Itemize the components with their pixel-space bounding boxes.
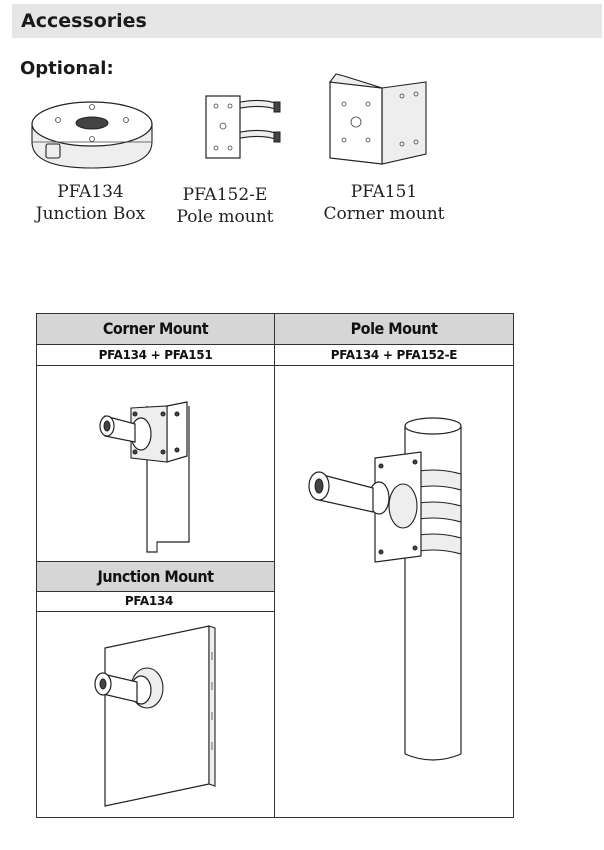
- pole-mount-illustration: [308, 417, 462, 761]
- product-name: Corner mount: [323, 204, 445, 224]
- product-code: PFA134: [57, 182, 124, 202]
- product-caption-corner-mount: PFA151 Corner mount: [318, 181, 450, 225]
- corner-mount-bracket-icon: [328, 73, 427, 165]
- product-caption-pole-mount: PFA152-E Pole mount: [170, 184, 280, 228]
- table-divider: [274, 313, 275, 817]
- section-title: Accessories: [12, 4, 602, 38]
- junction-box-icon: [31, 101, 153, 169]
- product-caption-junction-box: PFA134 Junction Box: [28, 181, 153, 225]
- corner-mount-illustration: [99, 401, 190, 553]
- junction-mount-combo: PFA134: [124, 594, 174, 608]
- product-name: Junction Box: [35, 204, 146, 224]
- pole-mount-bracket-icon: [205, 95, 281, 159]
- product-name: Pole mount: [176, 207, 274, 227]
- corner-mount-combo: PFA134 + PFA151: [98, 348, 213, 362]
- optional-label: Optional:: [20, 58, 114, 79]
- corner-mount-header: Corner Mount: [37, 314, 274, 344]
- pole-mount-header: Pole Mount: [275, 314, 513, 344]
- junction-mount-illustration: [94, 625, 216, 807]
- pole-mount-combo: PFA134 + PFA152-E: [330, 348, 458, 362]
- junction-mount-header: Junction Mount: [37, 562, 274, 591]
- junction-header-rule: [36, 591, 275, 592]
- product-code: PFA152-E: [182, 185, 268, 205]
- junction-top-rule: [36, 561, 275, 562]
- header-rule: [36, 344, 514, 345]
- junction-combo-rule: [36, 611, 275, 612]
- mounting-table: [36, 313, 514, 818]
- combo-rule: [36, 365, 514, 366]
- product-code: PFA151: [350, 182, 418, 202]
